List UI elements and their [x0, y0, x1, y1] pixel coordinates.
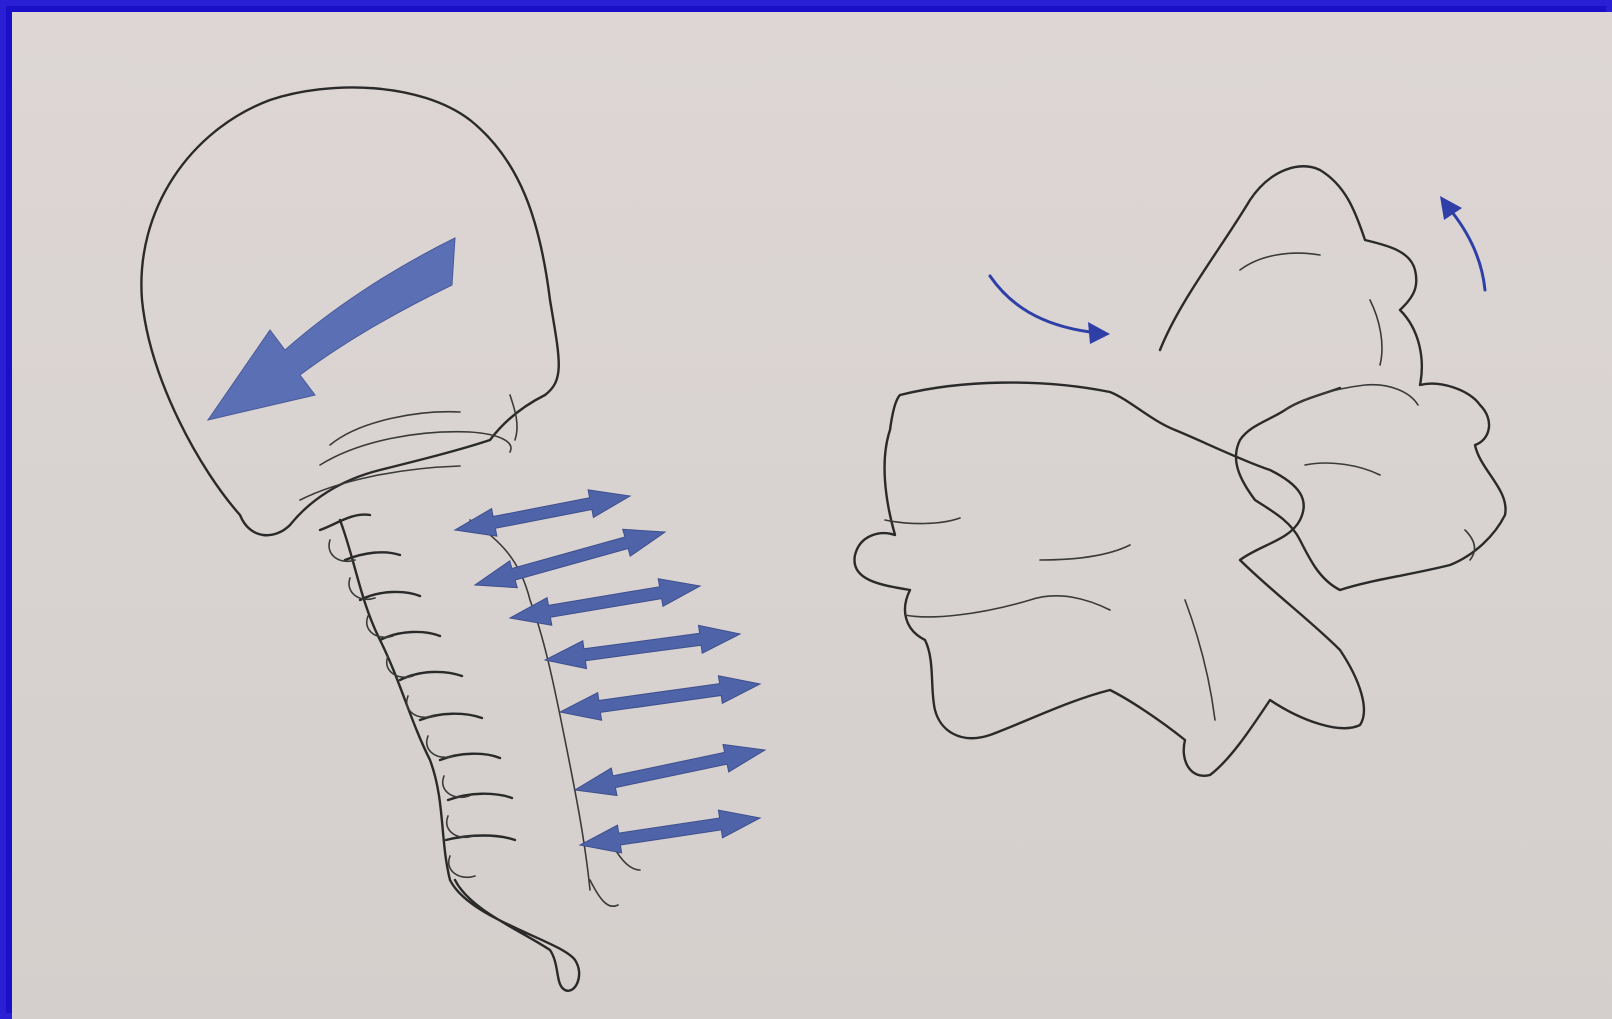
force-arrow-2 [475, 529, 665, 587]
rotation-arrow-left [990, 276, 1110, 344]
force-arrow-7 [580, 810, 760, 853]
cervical-spine-drawing [320, 515, 640, 991]
force-arrow-5 [560, 676, 760, 721]
head-force-arrow [208, 238, 455, 420]
force-arrow-3 [510, 579, 700, 625]
force-arrow-4 [545, 625, 740, 668]
vertebra-upper-drawing [1160, 166, 1506, 590]
spine-force-arrows [455, 490, 765, 853]
force-arrow-1 [455, 490, 630, 536]
force-arrow-6 [575, 745, 765, 796]
vertebra-lower-drawing [854, 383, 1363, 776]
rotation-arrow-right [1440, 196, 1485, 290]
